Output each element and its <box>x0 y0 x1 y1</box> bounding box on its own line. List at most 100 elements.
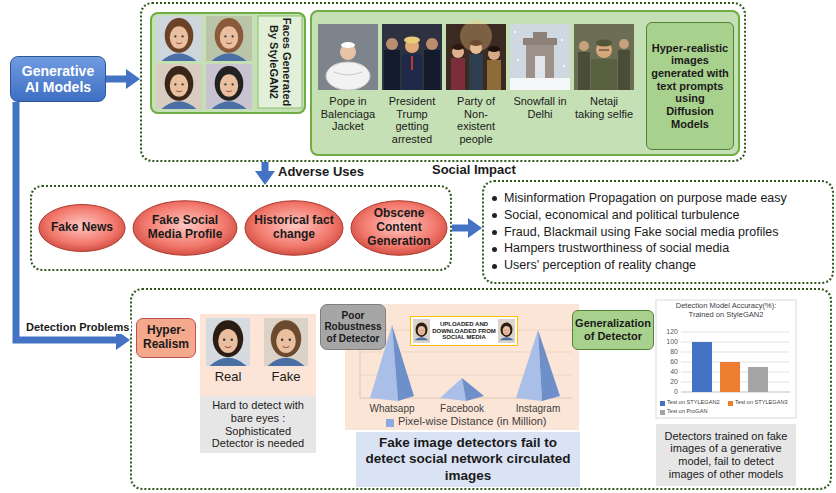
box-text: Detectors trained on fake images of a ge… <box>661 430 791 481</box>
note-box: Detectors trained on fake images of a ge… <box>656 424 796 486</box>
arrest-image <box>382 24 442 90</box>
bullet-row: Fraud, Blackmail using Fake social media… <box>492 224 824 241</box>
image-panel <box>310 10 740 156</box>
legend-swatch <box>386 419 394 427</box>
faces-panel <box>206 64 252 109</box>
pyramid-chart <box>414 323 428 341</box>
ellipse-shape <box>351 201 447 256</box>
arrest-image <box>402 54 422 90</box>
bullet-row: Misinformation Propagation on purpose ma… <box>492 190 824 207</box>
impact-list: Misinformation Propagation on purpose ma… <box>482 180 834 284</box>
pyramid-chart <box>462 378 484 401</box>
snow-image <box>510 24 570 90</box>
real-fake-faces <box>209 320 246 366</box>
snow-image <box>514 31 516 33</box>
box-text: Historical fact change <box>254 214 334 242</box>
edge-label: Detection Problems <box>24 321 131 334</box>
selfie-image <box>578 52 590 90</box>
bullet-row: Users' perception of reality change <box>492 257 824 274</box>
text-wrap: Obscene Content Generation <box>360 207 438 248</box>
text-wrap: Fake Social Media Profile <box>143 214 228 242</box>
text-wrap: Fake News <box>47 221 117 235</box>
snow-image <box>517 59 519 61</box>
axis-tick: 80 <box>659 348 678 356</box>
selfie-image <box>596 40 612 47</box>
axis-tick: 0 <box>659 388 678 396</box>
bullet-text: Hampers trustworthiness of social media <box>504 240 824 257</box>
model-box: Generative AI Models <box>10 56 106 102</box>
snow-image <box>526 44 554 78</box>
text-wrap: Fake image detectors fail to detect soci… <box>364 435 572 484</box>
axis-tick: 100 <box>659 338 678 346</box>
bar-chart <box>692 342 712 392</box>
ellipse-shape <box>133 201 237 256</box>
text-wrap: Detectors trained on fake images of a ge… <box>661 430 791 481</box>
legend-text: Test on STYLEGAN3 <box>735 399 788 406</box>
selfie-image <box>574 24 634 90</box>
bullet-text: Fraud, Blackmail using Fake social media… <box>504 224 824 241</box>
axis-category: Facebook <box>432 403 492 415</box>
box-text: Poor Robustness of Detector <box>323 310 383 345</box>
faces-panel <box>156 16 202 61</box>
bar-chart <box>720 362 740 392</box>
faces-panel <box>212 66 247 109</box>
bullet-dot <box>492 264 497 269</box>
pope-image <box>318 24 378 90</box>
pyramid-chart <box>498 319 515 343</box>
faces-panel <box>150 12 306 114</box>
image-caption: Netaji taking selfie <box>574 95 634 120</box>
box-text: UPLOADED AND DOWNLOADED FROM SOCIAL MEDI… <box>431 321 497 342</box>
legend-swatch <box>660 410 665 415</box>
use-ellipse: Fake Social Media Profile <box>132 199 238 257</box>
selfie-image <box>591 59 617 90</box>
note-box: Fake image detectors fail to detect soci… <box>356 432 580 487</box>
bullet-list: Misinformation Propagation on purpose ma… <box>492 190 824 274</box>
image-caption: Snowfall in Delhi <box>510 95 570 120</box>
selfie-image <box>599 50 609 51</box>
real-fake-faces <box>200 314 316 396</box>
bar-chart <box>656 300 796 418</box>
arrow-connector <box>255 162 275 185</box>
image-caption: Fake <box>264 370 308 385</box>
arrow-shaft <box>106 76 127 83</box>
party-image <box>451 58 465 90</box>
real-fake-faces <box>206 318 250 366</box>
arrest-image <box>411 56 413 70</box>
box-text: Generalization of Detector <box>575 317 651 342</box>
snow-image <box>563 65 565 67</box>
image-panel: Pope in Balenciaga JacketPresident Trump… <box>310 10 740 156</box>
bullet-dot <box>492 247 497 252</box>
text-wrap: Generalization of Detector <box>575 317 651 342</box>
arrow-head <box>255 171 275 185</box>
real-fake-faces <box>267 320 304 366</box>
box-text: Fake Social Media Profile <box>143 214 228 242</box>
party-image <box>452 44 464 50</box>
arrest-image <box>404 37 420 44</box>
face-panel: Real Fake <box>200 314 316 396</box>
bullet-text: Social, economical and political turbule… <box>504 207 824 224</box>
faces-panel <box>156 64 202 109</box>
legend-text: Test on STYLEGAN2 <box>667 399 720 406</box>
arrest-image <box>384 50 400 90</box>
arrow-shaft <box>262 162 269 172</box>
axis-tick: 40 <box>659 368 678 376</box>
pope-image <box>318 24 378 90</box>
image-caption: Party of Non-existent people <box>446 95 506 146</box>
faces-panel <box>212 18 247 61</box>
pope-image <box>334 72 362 75</box>
legend-text: Test on ProGAN <box>667 408 707 415</box>
selfie-image <box>618 50 630 90</box>
pyramid-chart <box>538 330 560 401</box>
text-wrap: Poor Robustness of Detector <box>323 310 383 345</box>
pope-image <box>341 42 355 48</box>
bullet-row: Social, economical and political turbule… <box>492 207 824 224</box>
image-caption: Real <box>206 370 250 385</box>
bullet-row: Hampers trustworthiness of social media <box>492 240 824 257</box>
arrest-image <box>426 38 438 50</box>
party-image <box>487 60 501 90</box>
pyramid-chart <box>516 330 542 401</box>
snow-image <box>533 32 547 38</box>
pope-image <box>326 62 370 90</box>
arrow-connector <box>452 218 482 238</box>
